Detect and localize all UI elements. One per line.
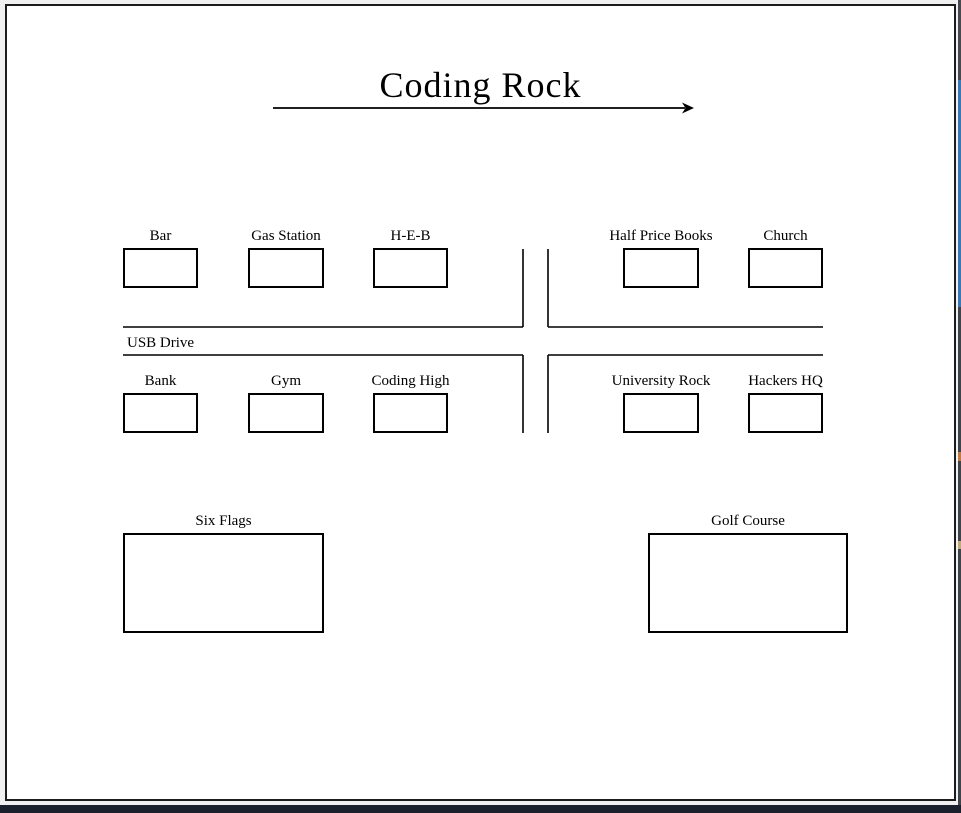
building-label: Gas Station	[251, 228, 321, 244]
roads-and-arrow-drawing	[123, 102, 823, 433]
usb-drive-road	[123, 326, 823, 356]
building-label: Bar	[149, 228, 172, 244]
window-edge-strip	[958, 307, 961, 805]
window-edge-strip	[958, 0, 961, 80]
building-box	[623, 393, 699, 433]
building-label: Gym	[271, 373, 301, 389]
road-label-usb-drive: USB Drive	[127, 335, 195, 351]
cross-street-road	[522, 249, 549, 433]
building-label: Six Flags	[195, 513, 252, 529]
building-box	[373, 393, 448, 433]
building-box	[123, 248, 198, 288]
building-box	[123, 533, 324, 633]
building-box	[623, 248, 699, 288]
building-box	[748, 248, 823, 288]
building-label: Hackers HQ	[748, 373, 823, 389]
building-box	[248, 393, 324, 433]
building-label: University Rock	[611, 373, 711, 389]
window-edge-speck	[958, 541, 961, 549]
bottom-taskbar-edge	[0, 805, 961, 813]
map-title: Coding Rock	[379, 65, 582, 105]
building-label: Half Price Books	[609, 228, 713, 244]
map-canvas: Coding Rock USB Drive	[7, 6, 954, 799]
title-arrow-icon	[273, 102, 694, 114]
building-box	[648, 533, 848, 633]
building-box	[748, 393, 823, 433]
building-label: Golf Course	[711, 513, 785, 529]
building-box	[373, 248, 448, 288]
building-label: Bank	[144, 373, 177, 389]
building-label: Church	[763, 228, 808, 244]
building-box	[123, 393, 198, 433]
window-edge-speck	[958, 452, 961, 461]
building-box	[248, 248, 324, 288]
building-label: Coding High	[371, 373, 450, 389]
document-page: Coding Rock USB Drive	[5, 4, 956, 801]
building-label: H-E-B	[390, 228, 431, 244]
window-edge-scrollbar-accent	[958, 80, 961, 307]
